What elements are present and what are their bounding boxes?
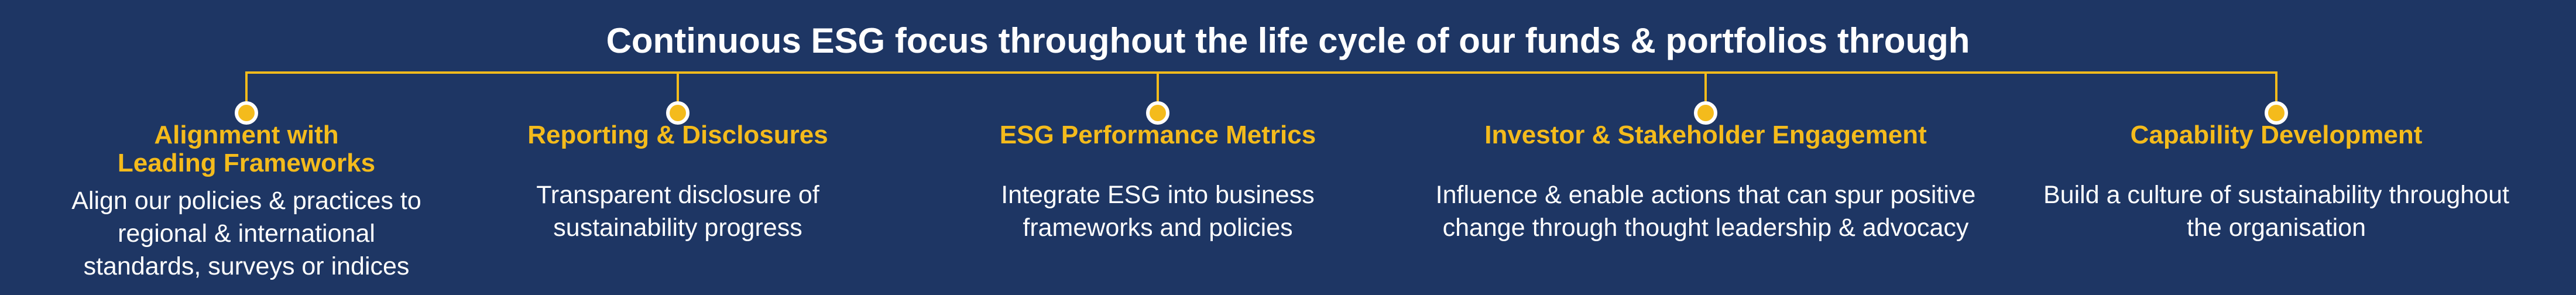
node-marker-reporting: [666, 101, 690, 125]
pillar-heading: Reporting & Disclosures: [527, 121, 828, 149]
pillar-description: Transparent disclosure of sustainability…: [536, 181, 819, 242]
node-marker-capability: [2265, 101, 2288, 125]
pillar-description: Align our policies & practices to region…: [71, 187, 421, 280]
pillar-engagement: Investor & Stakeholder Engagement Influe…: [1413, 0, 1998, 295]
pillar-heading: Capability Development: [2130, 121, 2423, 149]
pillar-heading: ESG Performance Metrics: [999, 121, 1316, 149]
pillar-description: Build a culture of sustainability throug…: [2043, 181, 2509, 242]
pillar-heading: Alignment with Leading Frameworks: [117, 121, 376, 177]
pillar-reporting: Reporting & Disclosures Transparent disc…: [473, 0, 883, 295]
node-marker-metrics: [1146, 101, 1169, 125]
pillar-capability: Capability Development Build a culture o…: [2013, 0, 2540, 295]
pillar-heading: Investor & Stakeholder Engagement: [1484, 121, 1927, 149]
diagram-title: Continuous ESG focus throughout the life…: [606, 21, 1970, 60]
node-marker-engagement: [1694, 101, 1717, 125]
pillar-alignment: Alignment with Leading Frameworks Align …: [42, 0, 451, 295]
pillar-description: Integrate ESG into business frameworks a…: [1001, 181, 1315, 242]
pillar-description: Influence & enable actions that can spur…: [1435, 181, 1976, 242]
pillar-metrics: ESG Performance Metrics Integrate ESG in…: [924, 0, 1392, 295]
node-marker-alignment: [235, 101, 258, 125]
